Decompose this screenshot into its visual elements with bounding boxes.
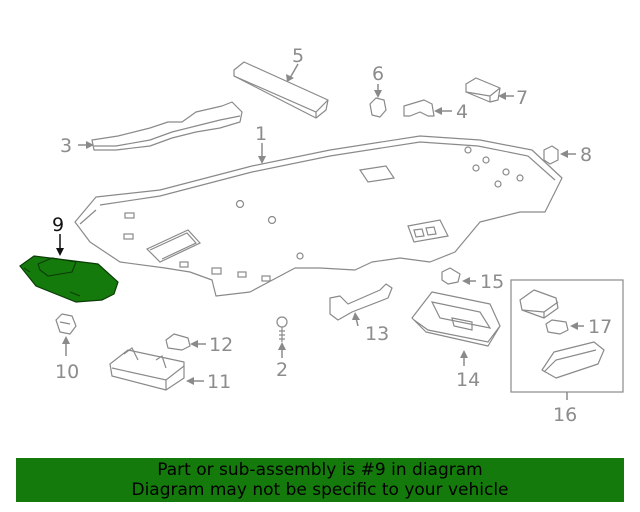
callout-11: 11: [207, 371, 231, 393]
part-16-group: [510, 279, 624, 393]
part-3-roof-rail-pad: [91, 101, 243, 151]
callout-4: 4: [456, 101, 468, 123]
part-11-room-lamp: [109, 347, 185, 391]
part-10-visor-holder: [55, 313, 77, 335]
banner-line-1: Part or sub-assembly is #9 in diagram: [157, 460, 483, 480]
callout-13: 13: [365, 323, 389, 345]
part-5-roof-pad: [233, 61, 329, 119]
callout-9: 9: [52, 214, 64, 236]
callout-6: 6: [372, 63, 384, 85]
part-4-bracket: [403, 99, 435, 117]
callout-8: 8: [580, 144, 592, 166]
part-7-pad: [465, 77, 501, 103]
part-13-bracket: [329, 283, 393, 321]
part-8-clip: [543, 145, 559, 165]
part-2-screw: [276, 316, 288, 342]
callout-1: 1: [255, 123, 267, 145]
part-14-map-lamp: [411, 291, 501, 347]
callout-5: 5: [292, 45, 304, 67]
leader-lines: [56, 63, 584, 400]
part-9-sun-visor: [19, 255, 119, 303]
callout-16: 16: [553, 404, 577, 426]
callout-17: 17: [588, 316, 612, 338]
callout-15: 15: [480, 271, 504, 293]
callout-12: 12: [209, 334, 233, 356]
callout-10: 10: [55, 361, 79, 383]
part-6-clip: [369, 97, 387, 118]
banner-line-2: Diagram may not be specific to your vehi…: [131, 480, 509, 500]
part-12-pad: [165, 333, 191, 351]
callout-14: 14: [456, 369, 480, 391]
part-15-bulb: [441, 267, 461, 285]
info-banner: Part or sub-assembly is #9 in diagram Di…: [16, 458, 624, 502]
callout-2: 2: [276, 359, 288, 381]
part-1-headliner: [74, 135, 563, 297]
callout-3: 3: [60, 135, 72, 157]
callout-7: 7: [516, 87, 528, 109]
